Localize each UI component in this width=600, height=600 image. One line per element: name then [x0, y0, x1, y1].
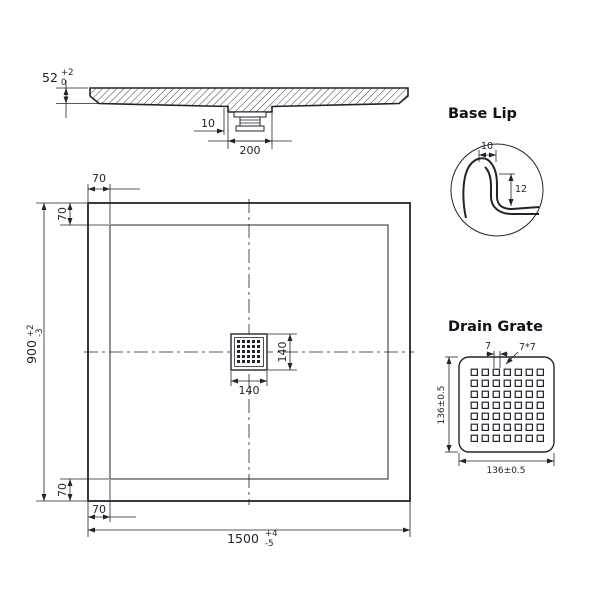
dim-label-offset-top: 70: [92, 172, 106, 185]
dim-label-drain-width: 200: [240, 144, 261, 157]
base-lip-detail: Base Lip 10 12: [448, 106, 544, 237]
drain-fitting-stem: [239, 116, 261, 127]
dim-label-hole-grid: 7*7: [519, 342, 536, 353]
dim-edge-offset-bottom-left: 70: [56, 478, 109, 501]
drain-grate-holes: [236, 339, 262, 365]
dim-label-offset-bottom-left: 70: [56, 483, 69, 497]
dim-drain-grate-width: 140: [230, 371, 268, 397]
leader-line: [505, 351, 519, 365]
dim-edge-offset-left: 70: [36, 202, 109, 226]
dim-profile-height: 52 +2 0: [42, 68, 99, 118]
drain-grate-plan: [230, 333, 268, 371]
dim-label-overall-width: 1500: [227, 531, 259, 546]
drain-grate-title: Drain Grate: [448, 319, 543, 335]
base-lip-title: Base Lip: [448, 106, 517, 122]
dim-tolerance-up: +2: [61, 68, 74, 78]
dim-drain-width: 200: [208, 113, 292, 157]
drain-fitting-nut: [235, 125, 265, 132]
dim-label-profile-height: 52: [42, 70, 58, 85]
dim-hole-size: 7: [485, 341, 508, 368]
dim-label-overall-depth: 900: [24, 340, 39, 364]
plan-view: 140 140 70 70 90: [24, 172, 414, 549]
dim-tolerance-low: -3: [35, 329, 45, 337]
dim-label-drain-width: 140: [239, 384, 260, 397]
tray-profile-section: [89, 87, 409, 113]
dim-hole-grid: 7*7: [505, 342, 536, 365]
detail-circle: [450, 143, 544, 237]
dim-tolerance-low: 0: [61, 78, 66, 88]
dim-label-offset-bottom: 70: [92, 503, 106, 516]
dim-label-hole-size: 7: [485, 341, 491, 352]
dim-tolerance-up: +2: [26, 324, 36, 337]
dim-lip-width: 10: [478, 141, 497, 162]
dim-label-drain-offset: 10: [201, 117, 215, 130]
dim-tolerance-up: +4: [265, 529, 278, 539]
dim-drain-offset: 10: [194, 108, 225, 135]
dim-label-lip-width: 10: [481, 141, 493, 152]
dim-overall-width: 1500 +4 -5: [87, 502, 411, 549]
dim-tolerance-low: -5: [265, 539, 273, 549]
dim-label-grate-height: 136±0.5: [437, 385, 447, 424]
grate-holes: [470, 368, 544, 442]
dim-label-drain-depth: 140: [276, 342, 289, 363]
dim-grate-height: 136±0.5: [437, 356, 458, 453]
dim-edge-offset-bottom: 70: [88, 480, 136, 522]
dim-label-offset-left: 70: [56, 207, 69, 221]
drain-grate-detail: Drain Grate 7 7*7 136±0.5 136±0.5: [437, 319, 555, 476]
dim-lip-height: 12: [499, 173, 527, 206]
dim-grate-width: 136±0.5: [458, 453, 555, 476]
drain-fitting-collar: [233, 111, 267, 118]
drain-fitting: [233, 111, 267, 132]
side-profile-view: 52 +2 0 10 200: [42, 68, 409, 157]
dim-label-lip-height: 12: [515, 184, 527, 195]
lip-profile-outer: [462, 157, 540, 219]
dim-label-grate-width: 136±0.5: [486, 466, 525, 476]
dim-overall-depth: 900 +2 -3: [24, 203, 87, 502]
dim-drain-grate-depth: 140: [268, 333, 297, 371]
lip-profile-inner: [484, 166, 539, 215]
dim-edge-offset-top: 70: [87, 172, 140, 224]
drain-grate-inner-outline: [234, 337, 264, 367]
